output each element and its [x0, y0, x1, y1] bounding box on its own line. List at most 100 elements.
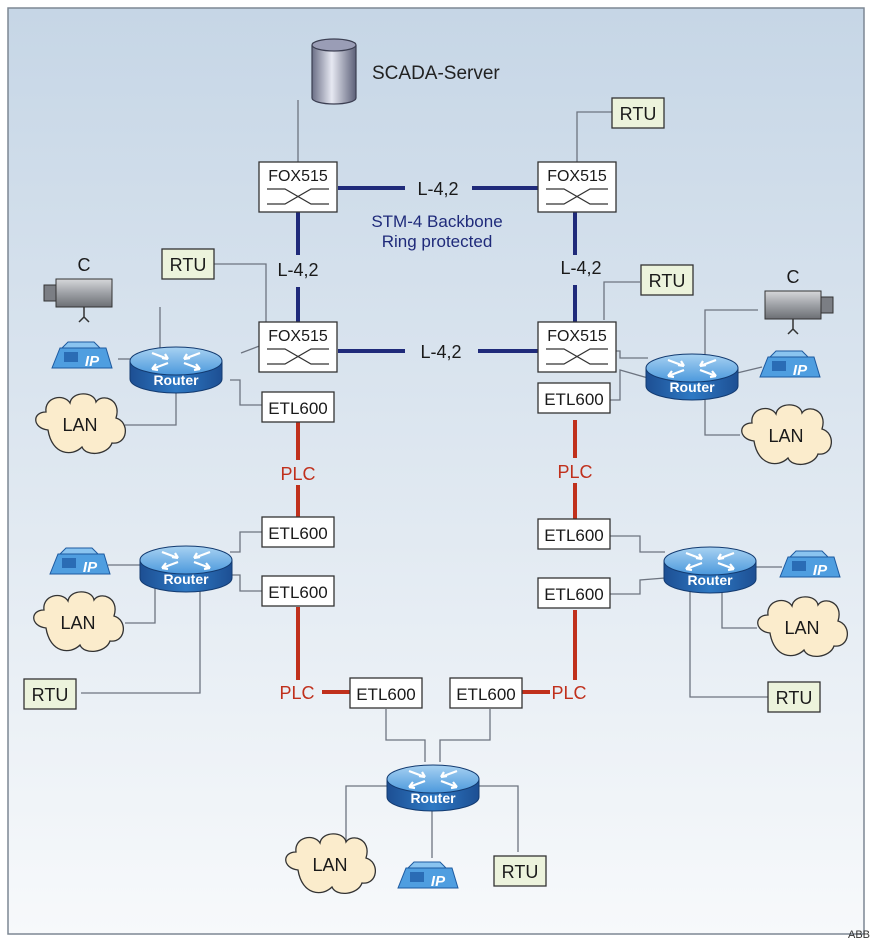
rtu-box [23, 678, 77, 710]
rtu-node: RTU [493, 855, 547, 887]
etl600-node: ETL600 [537, 518, 611, 550]
router-label: Router [163, 571, 209, 587]
router: Router [663, 546, 757, 594]
rtu-label: RTU [620, 104, 657, 124]
backbone-caption-line2: Ring protected [382, 232, 493, 251]
keypad-icon [410, 872, 424, 882]
rtu-label: RTU [32, 685, 69, 705]
lan-cloud: LAN [33, 591, 124, 652]
etl600-box [261, 391, 335, 423]
router-arrows-icon [408, 769, 458, 790]
router-icon [645, 353, 739, 383]
etl600-node: ETL600 [349, 677, 423, 709]
cloud-icon [33, 591, 124, 652]
fox515-label: FOX515 [547, 168, 607, 185]
crossconnect-icon [546, 348, 608, 365]
lan-label: LAN [312, 855, 347, 875]
phone-label: IP [793, 362, 808, 379]
phone-icon [779, 556, 841, 578]
etl600-box [537, 382, 611, 414]
etl600-node: ETL600 [261, 516, 335, 548]
router-icon [139, 545, 233, 575]
database-icon [311, 45, 357, 105]
server-label: SCADA-Server [372, 63, 500, 84]
plc-label: PLC [551, 683, 586, 703]
crossconnect-icon [546, 188, 608, 205]
phone-label: IP [85, 353, 100, 370]
camera: C [43, 255, 113, 323]
etl600-box [261, 516, 335, 548]
camera-icon [764, 290, 822, 320]
router-label: Router [410, 790, 456, 806]
credit-label: ABB [848, 929, 870, 940]
etl600-label: ETL600 [268, 524, 328, 543]
phone-label: IP [813, 562, 828, 579]
mount-icon [78, 307, 90, 323]
etl600-node: ETL600 [261, 391, 335, 423]
keypad-icon [792, 561, 806, 571]
link-label-right: L-4,2 [560, 258, 601, 278]
plc-label: PLC [557, 462, 592, 482]
rtu-label: RTU [502, 862, 539, 882]
handset-icon [58, 547, 100, 555]
ip-phone: IP [49, 547, 111, 576]
cloud-icon [35, 393, 126, 454]
handset-icon [406, 861, 448, 869]
backbone-caption-line1: STM-4 Backbone [371, 212, 502, 231]
fox515-switch: FOX515 [537, 321, 617, 373]
ip-phones: IP IP IP IP IP [49, 341, 841, 890]
router: Router [645, 353, 739, 401]
lan-cloud: LAN [757, 596, 848, 657]
rtu-node: RTU [161, 248, 215, 280]
rtu-box [640, 264, 694, 296]
router-arrows-icon [667, 358, 717, 379]
ip-phone: IP [397, 861, 459, 890]
ip-phone: IP [759, 350, 821, 379]
etl600-box [349, 677, 423, 709]
plc-label: PLC [280, 464, 315, 484]
lan-label: LAN [784, 618, 819, 638]
backbone-links [296, 186, 577, 353]
handset-icon [788, 550, 830, 558]
fox515-label: FOX515 [268, 168, 328, 185]
phone-icon [397, 867, 459, 889]
mount-icon [787, 319, 799, 335]
etl600-label: ETL600 [544, 526, 604, 545]
etl600-label: ETL600 [356, 685, 416, 704]
router-icon [663, 546, 757, 576]
rtu-box [493, 855, 547, 887]
camera-icon [55, 278, 113, 308]
cloud-icon [757, 596, 848, 657]
etl600-node: ETL600 [537, 382, 611, 414]
keypad-icon [64, 352, 78, 362]
link-label-top: L-4,2 [417, 179, 458, 199]
rtu-box [767, 681, 821, 713]
rtu-box [611, 97, 665, 129]
plc-label: PLC [279, 683, 314, 703]
camera: C [764, 267, 834, 335]
etl600-node: ETL600 [537, 577, 611, 609]
router-arrows-icon [151, 351, 201, 372]
keypad-icon [772, 361, 786, 371]
lan-cloud: LAN [741, 404, 832, 465]
lan-label: LAN [768, 426, 803, 446]
router-arrows-icon [161, 550, 211, 571]
lens-icon [43, 284, 57, 302]
rtu-node: RTU [23, 678, 77, 710]
keypad-icon [62, 558, 76, 568]
phone-label: IP [431, 873, 446, 890]
handset-icon [60, 341, 102, 349]
camera-label: C [787, 267, 800, 287]
etl600-node: ETL600 [449, 677, 523, 709]
router-icon [386, 764, 480, 794]
ip-phone: IP [51, 341, 113, 370]
router: Router [139, 545, 233, 593]
plc-links [296, 420, 577, 694]
lan-label: LAN [60, 613, 95, 633]
rtu-box [161, 248, 215, 280]
plc-labels: PLC PLC PLC PLC [279, 462, 592, 703]
